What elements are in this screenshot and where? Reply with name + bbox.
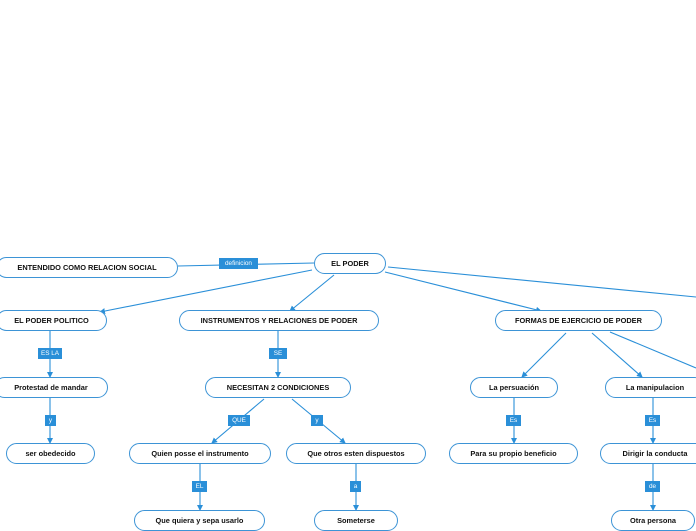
label-se: SE xyxy=(269,348,287,359)
connector-root-instrumentos xyxy=(289,274,335,312)
label-de: de xyxy=(645,481,660,492)
node-el-poder[interactable]: EL PODER xyxy=(314,253,386,274)
label-y-condiciones: y xyxy=(311,415,323,426)
connector-root-formas xyxy=(384,271,542,313)
node-formas-ejercicio[interactable]: FORMAS DE EJERCICIO DE PODER xyxy=(495,310,662,331)
connector-root-politico xyxy=(99,269,313,314)
connector-root-offscreen xyxy=(387,266,696,298)
label-es-la: ES LA xyxy=(38,348,62,359)
node-obedecido[interactable]: ser obedecido xyxy=(6,443,95,464)
label-definicion: definicion xyxy=(219,258,258,269)
node-otra-persona[interactable]: Otra persona xyxy=(611,510,695,531)
node-persuasion[interactable]: La persuación xyxy=(470,377,558,398)
label-y-politico: y xyxy=(45,415,56,426)
node-protestad[interactable]: Protestad de mandar xyxy=(0,377,108,398)
label-el: EL xyxy=(192,481,207,492)
node-instrumentos[interactable]: INSTRUMENTOS Y RELACIONES DE PODER xyxy=(179,310,379,331)
label-es-persuasion: Es xyxy=(506,415,521,426)
node-quiera-usarlo[interactable]: Que quiera y sepa usarlo xyxy=(134,510,265,531)
label-que: QUE xyxy=(228,415,250,426)
connector-formas-persuasion xyxy=(521,332,567,378)
node-relacion-social[interactable]: ENTENDIDO COMO RELACION SOCIAL xyxy=(0,257,178,278)
node-posee-instrumento[interactable]: Quien posse el instrumento xyxy=(129,443,271,464)
node-otros-dispuestos[interactable]: Que otros esten dispuestos xyxy=(286,443,426,464)
connector-formas-manipulacion xyxy=(591,332,643,378)
label-es-manipulacion: Es xyxy=(645,415,660,426)
node-manipulacion[interactable]: La manipulacion xyxy=(605,377,696,398)
node-poder-politico[interactable]: EL PODER POLITICO xyxy=(0,310,107,331)
node-someterse[interactable]: Someterse xyxy=(314,510,398,531)
mind-map-canvas: EL PODER ENTENDIDO COMO RELACION SOCIAL … xyxy=(0,253,696,531)
node-condiciones[interactable]: NECESITAN 2 CONDICIONES xyxy=(205,377,351,398)
node-beneficio[interactable]: Para su propio beneficio xyxy=(449,443,578,464)
node-dirigir-conducta[interactable]: Dirigir la conducta xyxy=(600,443,696,464)
connector-formas-offscreen xyxy=(609,331,696,369)
label-a: a xyxy=(350,481,361,492)
